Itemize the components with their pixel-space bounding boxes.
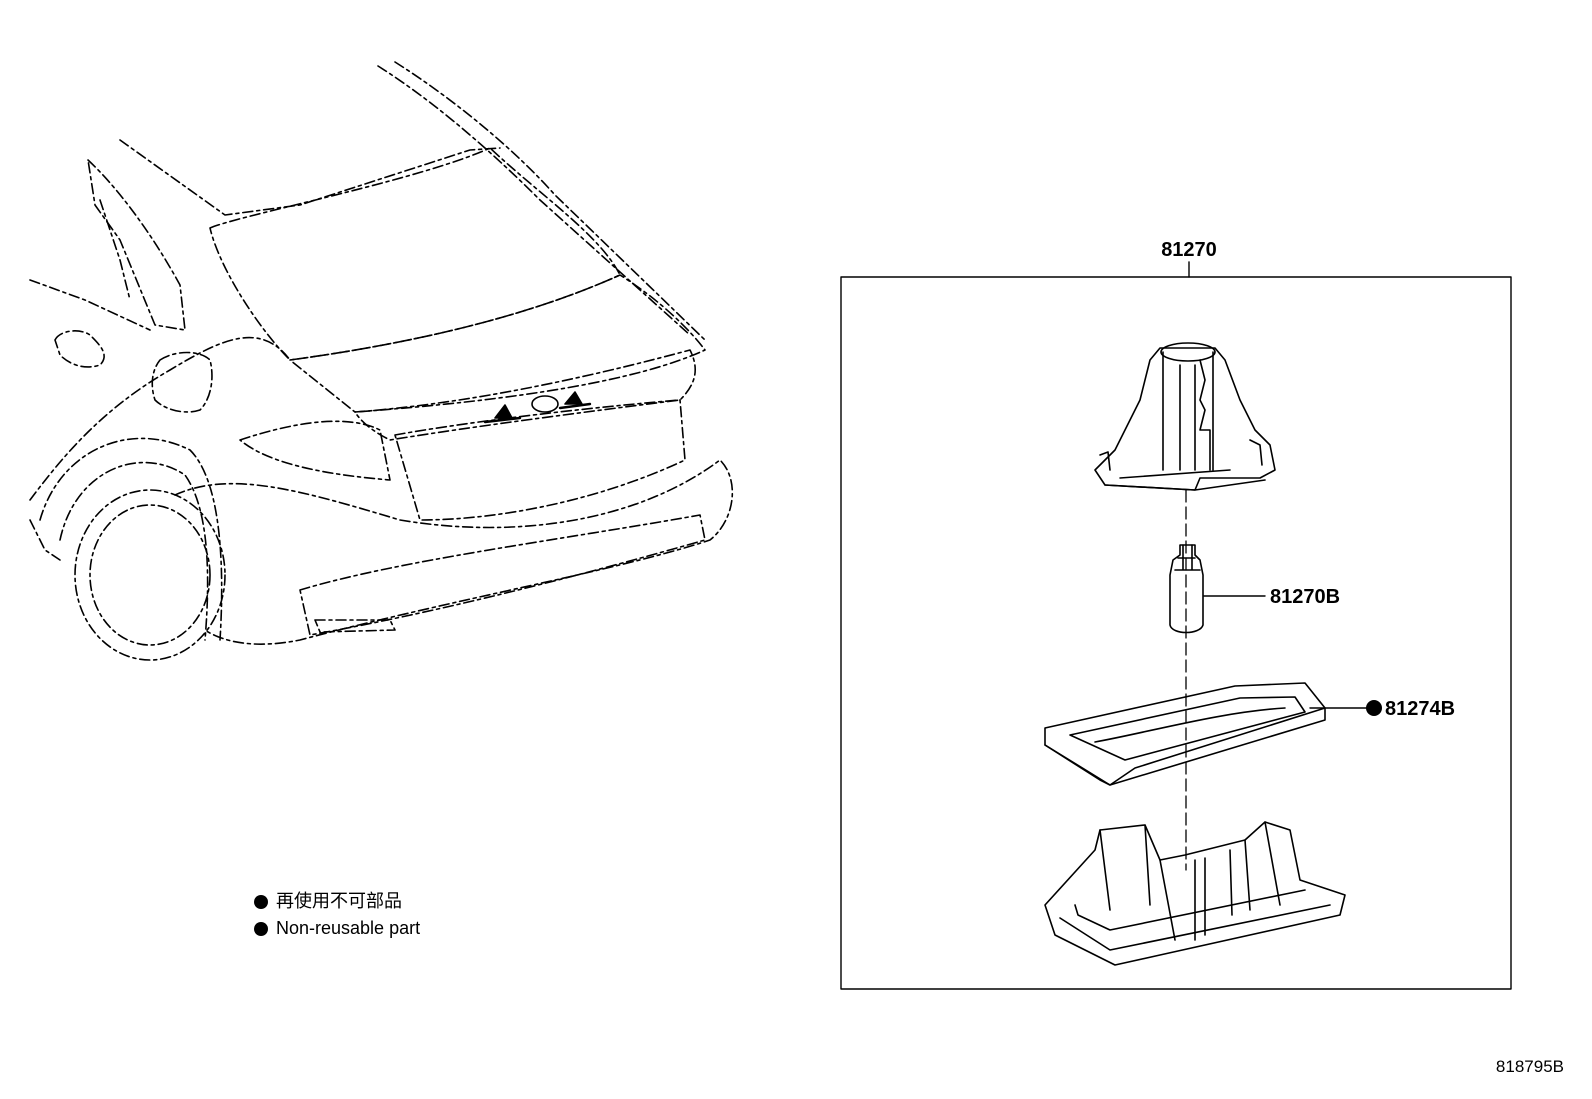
bullet-dot-icon bbox=[254, 921, 268, 936]
bulb-part bbox=[1169, 544, 1266, 634]
legend-text-en: Non-reusable part bbox=[276, 918, 421, 938]
reference-code: 818795B bbox=[1495, 1057, 1564, 1076]
vehicle-rear-illustration bbox=[29, 61, 734, 661]
lamp-housing-part bbox=[1044, 821, 1346, 966]
bullet-dot-icon bbox=[254, 894, 268, 909]
lamp-socket-part bbox=[1094, 342, 1276, 491]
assembly-callout: 81270 bbox=[1161, 239, 1217, 261]
bulb-callout: 81270B bbox=[1270, 586, 1340, 608]
legend: 再使用不可部品 Non-reusable part bbox=[254, 888, 420, 942]
legend-row-jp: 再使用不可部品 bbox=[254, 888, 420, 915]
legend-text-jp: 再使用不可部品 bbox=[276, 891, 402, 911]
legend-row-en: Non-reusable part bbox=[254, 915, 420, 942]
gasket-part bbox=[1044, 682, 1368, 786]
non-reusable-marker bbox=[1366, 700, 1382, 716]
assembly-box bbox=[840, 261, 1512, 990]
gasket-callout: 81274B bbox=[1385, 698, 1455, 720]
